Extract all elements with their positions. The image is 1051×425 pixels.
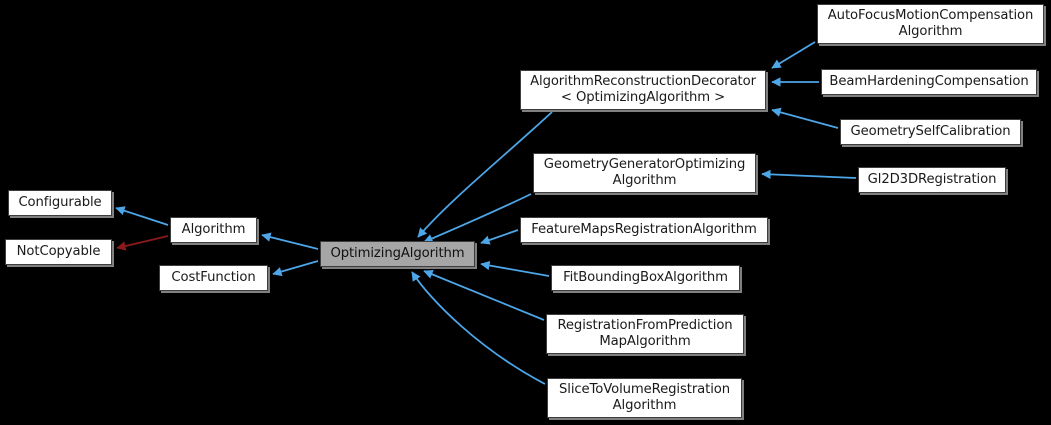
edge-optimizingalgorithm-costfunction	[272, 260, 319, 277]
class-node-fitboundingboxalgorithm[interactable]: FitBoundingBoxAlgorithm	[551, 265, 740, 291]
edge-featuremaps-optimizingalgorithm	[480, 229, 519, 245]
class-node-costfunction[interactable]: CostFunction	[159, 265, 268, 291]
class-node-geometryselfcalibration[interactable]: GeometrySelfCalibration	[840, 119, 1021, 145]
class-node-autofocusmotioncompensationalgorithm[interactable]: AutoFocusMotionCompensation Algorithm	[817, 4, 1044, 44]
class-node-algorithm[interactable]: Algorithm	[170, 217, 257, 243]
edge-autofocus-decorator	[771, 41, 816, 69]
edge-algorithm-configurable	[115, 206, 169, 226]
class-node-featuremapsregistrationalgorithm[interactable]: FeatureMapsRegistrationAlgorithm	[520, 217, 768, 243]
edge-registrationfromprediction-optimizingalgorithm	[423, 269, 545, 321]
edge-fitboundingbox-optimizingalgorithm	[480, 260, 550, 277]
edge-geometryselfcalibration-decorator	[771, 107, 839, 129]
class-node-geometrygeneratoroptimizingalgorithm[interactable]: GeometryGeneratorOptimizing Algorithm	[533, 153, 756, 193]
edge-algorithm-notcopyable	[116, 235, 169, 251]
class-node-gl2d3dregistration[interactable]: Gl2D3DRegistration	[858, 167, 1006, 193]
class-node-registrationfrompredictionmapalgorithm[interactable]: RegistrationFromPrediction MapAlgorithm	[546, 314, 744, 354]
class-node-configurable[interactable]: Configurable	[8, 190, 112, 216]
edge-slicetovolume-optimizingalgorithm	[411, 271, 546, 385]
edge-geometrygenerator-optimizingalgorithm	[423, 193, 532, 243]
edge-optimizingalgorithm-algorithm	[261, 232, 319, 250]
class-node-notcopyable[interactable]: NotCopyable	[5, 239, 112, 265]
class-node-optimizingalgorithm[interactable]: OptimizingAlgorithm	[320, 241, 475, 267]
edge-gl2d3d-geometrygenerator	[761, 169, 857, 180]
class-node-algorithmreconstructiondecorator[interactable]: AlgorithmReconstructionDecorator < Optim…	[520, 70, 766, 110]
class-node-beamhardeningcompensation[interactable]: BeamHardeningCompensation	[821, 69, 1037, 95]
class-node-slicetovolumeregistrationalgorithm[interactable]: SliceToVolumeRegistration Algorithm	[547, 378, 742, 418]
